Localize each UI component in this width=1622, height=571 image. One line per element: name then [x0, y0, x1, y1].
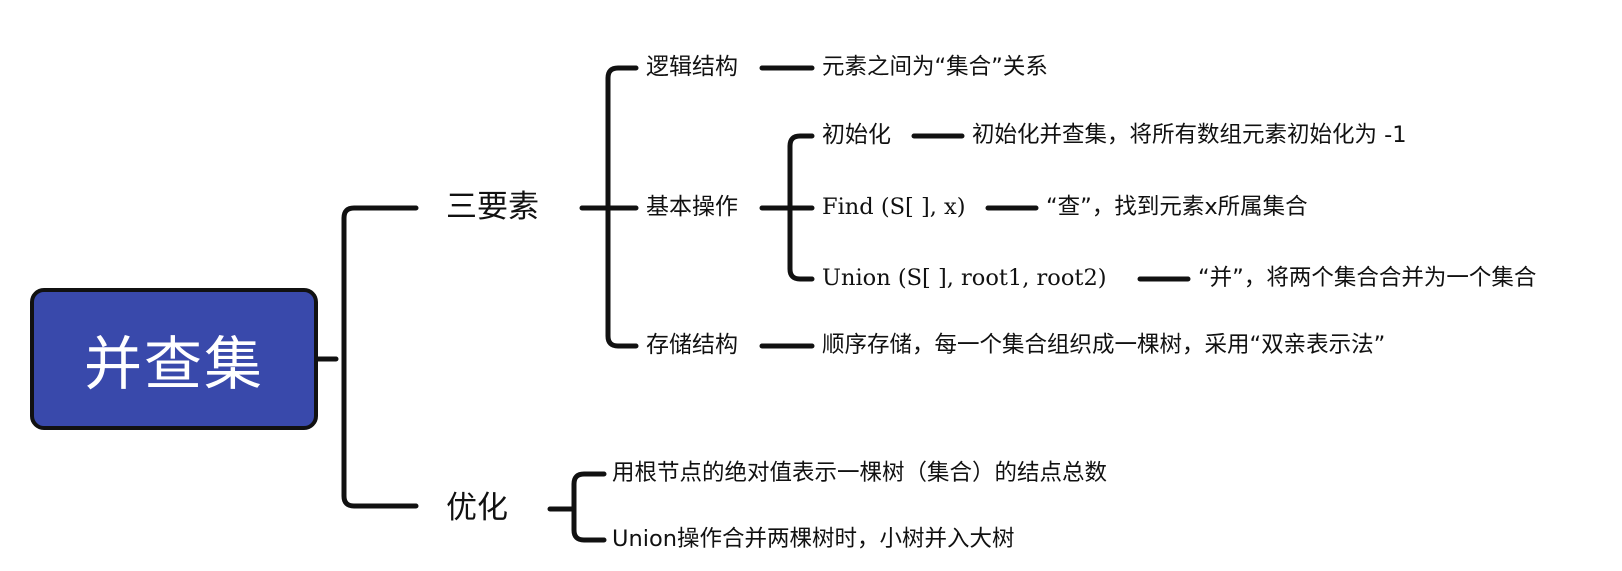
node-cunchu-jiegou: 存储结构 [646, 332, 738, 358]
node-find-detail: “查”，找到元素x所属集合 [1046, 194, 1308, 220]
node-find: Find (S[ ], x) [822, 194, 966, 220]
node-chushihua-detail: 初始化并查集，将所有数组元素初始化为 -1 [972, 122, 1407, 148]
node-union: Union (S[ ], root1, root2) [822, 265, 1107, 291]
root-node: 并查集 [30, 288, 318, 430]
node-chushihua: 初始化 [822, 122, 891, 148]
node-youhua-1: 用根节点的绝对值表示一棵树（集合）的结点总数 [612, 460, 1108, 486]
node-luoji-detail: 元素之间为“集合”关系 [822, 54, 1048, 80]
node-youhua: 优化 [446, 490, 508, 526]
node-jiben-caozuo: 基本操作 [646, 194, 738, 220]
level1-bracket [341, 205, 419, 509]
node-cunchu-detail: 顺序存储，每一个集合组织成一棵树，采用“双亲表示法” [822, 332, 1386, 358]
node-luoji-jiegou: 逻辑结构 [646, 54, 738, 80]
root-label: 并查集 [83, 330, 264, 398]
node-youhua-2: Union操作合并两棵树时，小树并入大树 [612, 526, 1015, 552]
node-sanyaosu: 三要素 [446, 189, 539, 225]
youhua-bracket [571, 471, 607, 543]
node-union-detail: “并”，将两个集合合并为一个集合 [1198, 265, 1537, 291]
